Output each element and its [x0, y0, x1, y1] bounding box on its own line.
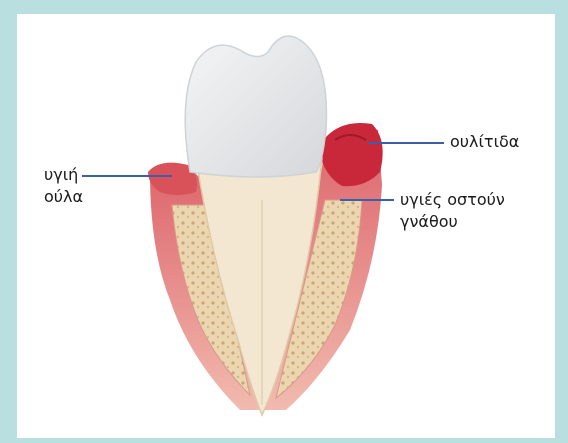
label-healthy-jawbone: υγιές οστούν γνάθου — [400, 189, 505, 233]
label-healthy-gums-line1: υγιή — [44, 164, 83, 186]
label-healthy-gums-line2: ούλα — [44, 186, 83, 208]
label-jawbone-line2: γνάθου — [400, 211, 505, 233]
label-jawbone-line1: υγιές οστούν — [400, 189, 505, 211]
label-gingivitis: ουλίτιδα — [450, 131, 519, 153]
tooth-crown — [185, 36, 326, 177]
label-healthy-gums: υγιή ούλα — [44, 164, 83, 208]
